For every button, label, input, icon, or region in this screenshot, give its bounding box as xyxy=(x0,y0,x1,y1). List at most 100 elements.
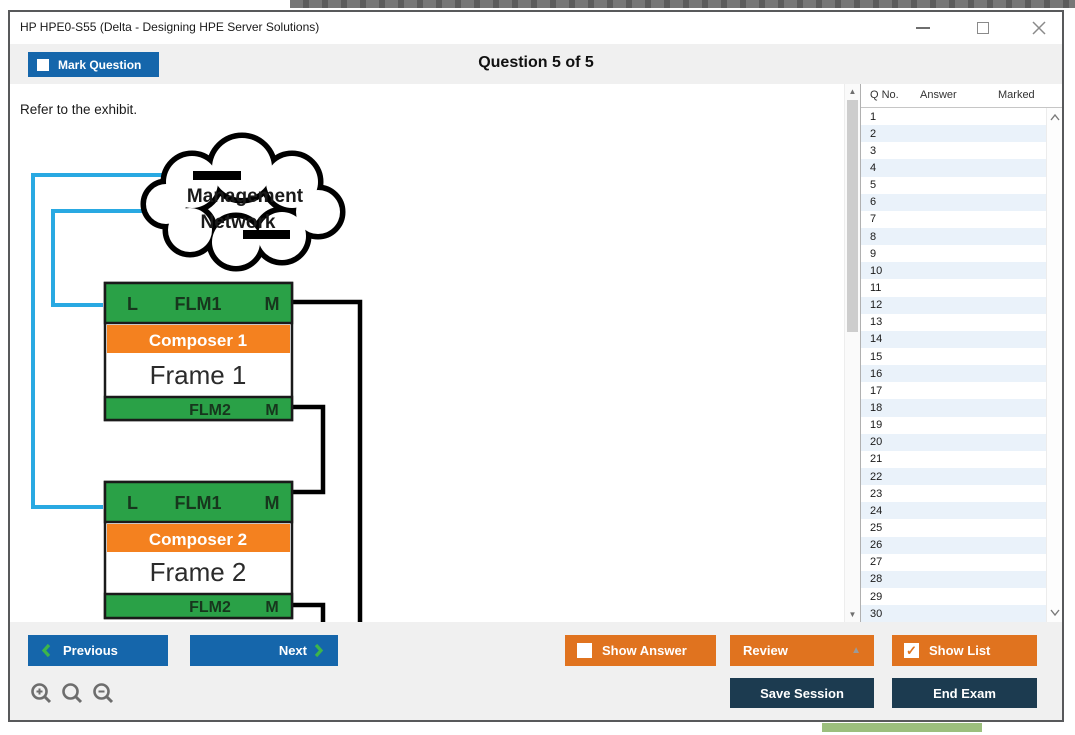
question-row[interactable]: 9 xyxy=(861,245,1046,262)
save-session-button[interactable]: Save Session xyxy=(730,678,874,708)
question-row[interactable]: 29 xyxy=(861,588,1046,605)
question-row[interactable]: 8 xyxy=(861,227,1046,246)
question-list-header: Q No. Answer Marked xyxy=(861,84,1062,108)
q-no: 6 xyxy=(870,196,877,209)
question-row[interactable]: 15 xyxy=(861,348,1046,365)
scroll-up-icon[interactable]: ▲ xyxy=(848,87,857,96)
q-no: 15 xyxy=(870,350,883,363)
maximize-icon[interactable] xyxy=(968,16,998,40)
cloud-label-line2: Network xyxy=(201,212,276,233)
question-row[interactable]: 5 xyxy=(861,177,1046,194)
q-no: 14 xyxy=(870,333,883,346)
mark-question-button[interactable]: ✓ Mark Question xyxy=(28,52,159,77)
minimize-icon[interactable] xyxy=(908,16,938,40)
q-no: 11 xyxy=(870,281,882,294)
question-row[interactable]: 20 xyxy=(861,433,1046,451)
question-row[interactable]: 25 xyxy=(861,519,1046,536)
q-no: 19 xyxy=(870,419,883,432)
q-no: 20 xyxy=(870,436,883,449)
question-rows: 1 2 3 4 5 6 xyxy=(861,108,1046,623)
content-scrollbar[interactable]: ▲ ▼ xyxy=(844,84,860,622)
question-row[interactable]: 3 xyxy=(861,142,1046,159)
review-button[interactable]: Review ▲ xyxy=(730,635,874,666)
question-row[interactable]: 27 xyxy=(861,554,1046,571)
mark-question-checkbox[interactable]: ✓ xyxy=(37,58,49,71)
column-answer: Answer xyxy=(920,89,957,101)
frame1-composer-label: Composer 1 xyxy=(149,331,247,350)
exhibit-diagram: Management Network L FLM1 M Composer 1 F… xyxy=(31,132,363,622)
question-row[interactable]: 4 xyxy=(861,159,1046,177)
scroll-down-icon[interactable]: ▼ xyxy=(848,610,857,619)
q-no: 21 xyxy=(870,453,883,466)
save-session-label: Save Session xyxy=(760,685,844,701)
zoom-in-icon[interactable] xyxy=(30,682,54,706)
exam-window: HP HPE0-S55 (Delta - Designing HPE Serve… xyxy=(8,10,1064,722)
question-row[interactable]: 23 xyxy=(861,485,1046,502)
frame1-flm1-m-port: M xyxy=(265,294,280,314)
frame1-block: L FLM1 M Composer 1 Frame 1 FLM2 M xyxy=(103,281,294,422)
end-exam-button[interactable]: End Exam xyxy=(892,678,1037,708)
question-row[interactable]: 28 xyxy=(861,570,1046,588)
q-no: 30 xyxy=(870,607,883,620)
link-wire-a xyxy=(293,299,363,622)
list-scroll-up-icon[interactable] xyxy=(1050,114,1060,121)
question-row[interactable]: 24 xyxy=(861,502,1046,520)
q-no: 23 xyxy=(870,487,883,500)
q-no: 8 xyxy=(870,230,877,243)
question-row[interactable]: 12 xyxy=(861,296,1046,314)
question-row[interactable]: 16 xyxy=(861,365,1046,383)
question-row[interactable]: 1 xyxy=(861,108,1046,125)
question-row[interactable]: 14 xyxy=(861,330,1046,348)
question-row[interactable]: 7 xyxy=(861,211,1046,228)
show-answer-label: Show Answer xyxy=(602,643,687,658)
q-no: 5 xyxy=(870,179,877,192)
zoom-icon[interactable] xyxy=(61,682,85,706)
show-list-checkbox[interactable]: ✓ xyxy=(904,643,919,658)
previous-label: Previous xyxy=(63,643,118,658)
question-row[interactable]: 26 xyxy=(861,536,1046,554)
question-row[interactable]: 6 xyxy=(861,193,1046,211)
frame2-l-port: L xyxy=(127,493,138,513)
question-row[interactable]: 22 xyxy=(861,467,1046,486)
next-button[interactable]: Next xyxy=(190,635,338,666)
question-prompt: Refer to the exhibit. xyxy=(20,102,138,117)
question-counter: Question 5 of 5 xyxy=(478,54,594,71)
zoom-out-icon[interactable] xyxy=(92,682,116,706)
show-answer-checkbox[interactable]: ✓ xyxy=(577,643,592,658)
question-row[interactable]: 13 xyxy=(861,314,1046,331)
question-list-scrollbar[interactable] xyxy=(1046,108,1062,622)
question-row[interactable]: 11 xyxy=(861,279,1046,296)
question-row[interactable]: 19 xyxy=(861,417,1046,434)
q-no: 25 xyxy=(870,521,883,534)
frame1-flm2-label: FLM2 xyxy=(189,402,231,419)
show-list-label: Show List xyxy=(929,643,991,658)
q-no: 29 xyxy=(870,590,883,603)
frame1-l-port: L xyxy=(127,294,138,314)
frame2-name: Frame 2 xyxy=(150,557,247,587)
show-answer-button[interactable]: ✓ Show Answer xyxy=(565,635,716,666)
content-scrollbar-thumb[interactable] xyxy=(847,100,858,332)
next-label: Next xyxy=(278,643,307,658)
question-row[interactable]: 2 xyxy=(861,125,1046,143)
question-list-panel: Q No. Answer Marked 1 2 3 4 xyxy=(860,84,1062,623)
mark-question-label: Mark Question xyxy=(58,57,142,72)
mgmt-wire-frame2 xyxy=(31,173,191,509)
list-scroll-down-icon[interactable] xyxy=(1050,609,1060,616)
question-row[interactable]: 21 xyxy=(861,451,1046,468)
column-marked: Marked xyxy=(998,89,1035,101)
titlebar: HP HPE0-S55 (Delta - Designing HPE Serve… xyxy=(10,12,1062,44)
question-row[interactable]: 10 xyxy=(861,262,1046,280)
q-no: 17 xyxy=(870,384,883,397)
question-row[interactable]: 30 xyxy=(861,605,1046,623)
close-icon[interactable] xyxy=(1024,16,1054,40)
background-artifact-strip xyxy=(290,0,1075,8)
previous-button[interactable]: Previous xyxy=(28,635,168,666)
q-no: 1 xyxy=(870,110,877,123)
q-no: 9 xyxy=(870,247,877,260)
question-row[interactable]: 17 xyxy=(861,382,1046,399)
q-no: 10 xyxy=(870,264,883,277)
column-qno: Q No. xyxy=(870,89,899,101)
footer-bar: Previous Next ✓ Show Answer Review ▲ ✓ S… xyxy=(10,622,1062,720)
show-list-button[interactable]: ✓ Show List xyxy=(892,635,1037,666)
question-row[interactable]: 18 xyxy=(861,399,1046,417)
